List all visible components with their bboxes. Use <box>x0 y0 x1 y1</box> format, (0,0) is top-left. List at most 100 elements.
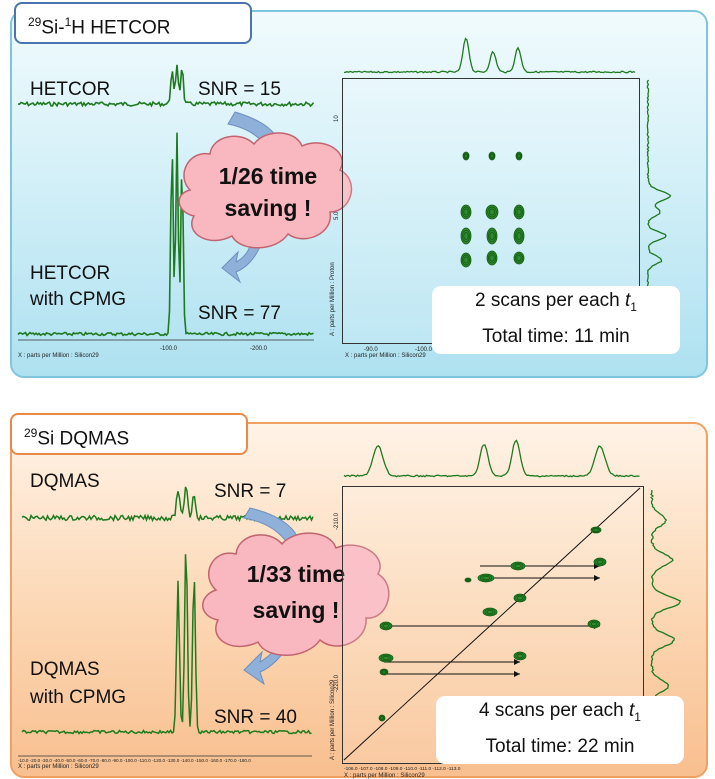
cross-peak <box>463 208 469 216</box>
cross-peak <box>461 206 470 218</box>
hetcor-1d-axis-label: X : parts per Million : Silicon29 <box>18 353 99 359</box>
cross-peak <box>484 608 496 616</box>
dqmas-2d-tick-y1: -210.0 <box>334 512 340 530</box>
cross-peak <box>516 653 524 659</box>
hetcor-top-projection <box>343 37 636 74</box>
cross-peak <box>515 253 524 263</box>
hetcor-snr-cpmg: SNR = 77 <box>198 303 281 324</box>
cross-peak <box>516 208 522 216</box>
cross-peak <box>463 152 469 160</box>
hetcor-info-line2: Total time: 11 min <box>482 325 630 347</box>
dqmas-connection-arrows <box>384 563 600 677</box>
cross-peak <box>466 578 470 582</box>
cross-peak <box>461 254 470 266</box>
hetcor-info-line1: 2 scans per each <box>475 290 625 311</box>
cross-peak <box>589 620 599 628</box>
dqmas-info-line2: Total time: 22 min <box>485 735 635 757</box>
dqmas-cpmg-label-2: with CPMG <box>30 687 127 708</box>
dqmas-2d-y-label: A : parts per Million : Silicon29 <box>330 679 336 760</box>
cross-peak <box>516 254 522 262</box>
cross-peak <box>381 622 391 630</box>
hetcor-1d-tick-b: -200.0 <box>250 346 268 352</box>
cross-peak <box>515 206 524 218</box>
cross-peak <box>592 527 601 533</box>
dqmas-cross-peaks <box>378 526 607 722</box>
dqmas-2d-ticks-x: -106.0 -107.0 -108.0 -109.0 -110.0 -111.… <box>344 766 461 772</box>
hetcor-info-t: t <box>625 290 631 311</box>
dqmas-1d-axis-label: X : parts per Million : Silicon29 <box>18 764 99 770</box>
dqmas-cpmg-label-1: DQMAS <box>30 659 100 680</box>
hetcor-saving-line2: saving ! <box>225 195 312 221</box>
connection-arrowhead <box>594 575 600 581</box>
cross-peak <box>463 256 469 264</box>
hetcor-info-sub: 1 <box>630 299 637 314</box>
cross-peak <box>595 558 605 566</box>
cross-peak <box>489 232 495 240</box>
hetcor-2d-tick-y1: 10 <box>334 115 340 122</box>
cross-peak <box>380 654 392 662</box>
hetcor-2d-tick-x2: -100.0 <box>415 347 433 353</box>
dqmas-saving-line1: 1/33 time <box>247 561 345 587</box>
hetcor-plain-label: HETCOR <box>30 79 111 100</box>
hetcor-2d-x-label: X : parts per Million : Silicon29 <box>345 353 426 359</box>
cross-peak <box>590 621 598 627</box>
cross-peak <box>512 562 524 570</box>
cross-peak <box>596 559 604 565</box>
dqmas-info-box: 4 scans per each t1 Total time: 22 min <box>436 696 684 764</box>
cross-peak <box>482 575 490 581</box>
hetcor-title: 29Si-1H HETCOR <box>14 2 252 44</box>
cross-peak <box>515 229 524 243</box>
hetcor-1d-tick-a: -100.0 <box>160 346 178 352</box>
cross-peak <box>515 594 525 602</box>
hetcor-cpmg-label-2: with CPMG <box>30 289 127 310</box>
dqmas-info-t: t <box>629 700 635 721</box>
dqmas-diagonal <box>343 487 641 761</box>
hetcor-plain-spectrum <box>17 64 315 108</box>
cross-peak <box>489 254 495 262</box>
cross-peak <box>381 670 387 674</box>
dqmas-info-sub: 1 <box>634 709 641 724</box>
cross-peak <box>464 153 468 159</box>
cross-peak <box>516 152 522 160</box>
cross-peak <box>380 716 384 720</box>
cross-peak <box>487 206 497 218</box>
cross-peak <box>516 232 522 240</box>
connection-arrowhead <box>514 671 520 677</box>
hetcor-saving-line1: 1/26 time <box>219 163 317 189</box>
dqmas-2d-x-label: X : parts per Million : Silicon29 <box>344 773 425 779</box>
dqmas-2d-tick-y2: -220.0 <box>334 674 340 692</box>
cross-peak <box>382 655 390 661</box>
hetcor-snr-plain: SNR = 15 <box>198 79 281 100</box>
hetcor-2d-tick-x1: -90.0 <box>364 347 378 353</box>
dqmas-saving-line2: saving ! <box>253 597 340 623</box>
hetcor-cross-peaks <box>460 151 525 268</box>
cross-peak <box>479 574 493 582</box>
hetcor-2d-y-label: A : parts per Million : Proton <box>330 262 336 336</box>
cross-peak <box>516 595 524 601</box>
cross-peak <box>463 232 469 240</box>
connection-arrowhead <box>514 659 520 665</box>
cross-peak <box>593 528 599 532</box>
cross-peak <box>517 153 521 159</box>
cross-peak <box>489 152 495 160</box>
dqmas-1d-ticks: -10.0 -20.0 -30.0 -40.0 -50.0 -60.0 -70.… <box>18 758 251 763</box>
hetcor-info-box: 2 scans per each t1 Total time: 11 min <box>432 286 680 354</box>
dqmas-cpmg-spectrum <box>21 554 312 735</box>
cross-peak <box>490 153 494 159</box>
hetcor-cpmg-label-1: HETCOR <box>30 263 111 284</box>
cross-peak <box>461 229 470 243</box>
cross-peak <box>487 252 496 264</box>
cross-peak <box>465 578 471 582</box>
cross-peak <box>515 652 525 660</box>
cross-peak <box>380 669 388 675</box>
hetcor-2d-tick-y2: 5.0 <box>334 211 340 220</box>
dqmas-plain-label: DQMAS <box>30 471 100 492</box>
dqmas-snr-cpmg: SNR = 40 <box>214 707 297 728</box>
dqmas-title: 29Si DQMAS <box>10 413 248 455</box>
cross-peak <box>379 715 385 721</box>
cross-peak <box>514 563 522 569</box>
dqmas-top-projection <box>343 439 640 478</box>
